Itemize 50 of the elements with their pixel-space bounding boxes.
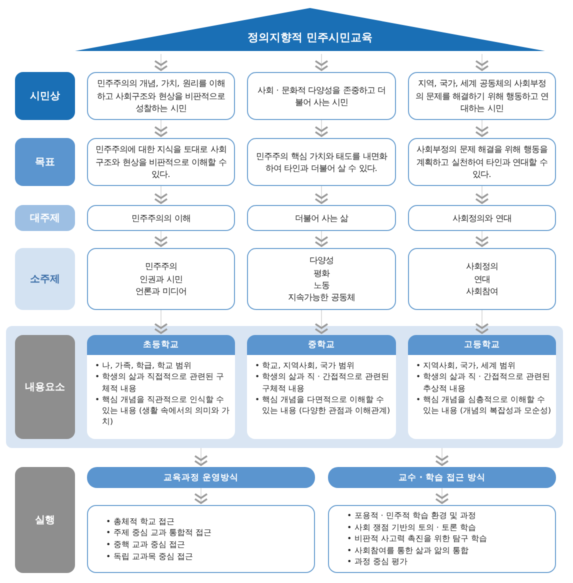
bullet-item: • 중핵 교과 중심 접근 — [106, 539, 186, 551]
school-card — [247, 335, 396, 439]
card-header: 고등학교 — [408, 335, 556, 355]
category-pill: 교육과정 운영방식 — [87, 467, 315, 488]
list-box — [328, 505, 556, 573]
row-label: 실행 — [15, 467, 75, 573]
bullet-item: • 독립 교과목 중심 접근 — [106, 550, 194, 562]
bullet-item: • 과정 중심 평가 — [347, 556, 408, 568]
topic-box — [408, 248, 556, 310]
text-box: 더불어 사는 삶 — [247, 205, 396, 231]
school-card — [408, 335, 556, 439]
bullet-item: • 사회참여를 통한 삶과 앎의 통합 — [347, 544, 470, 556]
text-box: 민주주의의 이해 — [87, 205, 235, 231]
category-pill: 교수 · 학습 접근 방식 — [328, 467, 556, 488]
text-box: 사회정의와 연대 — [408, 205, 556, 231]
topic-text: 평화 — [314, 266, 330, 279]
text-box: 지역, 국가, 세계 공동체의 사회부정의 문제를 해결하기 위해 행동하고 연대하는 시민 — [408, 72, 556, 120]
bullet-item: • 사회 쟁점 기반의 토의 · 토론 학습 — [347, 522, 478, 534]
text-box: 민주주의에 대한 지식을 토대로 사회구조와 현상을 비판적으로 이해할 수 있다. — [87, 138, 235, 186]
content-band — [6, 326, 563, 448]
bullet-item: • 주제 중심 교과 통합적 접근 — [106, 527, 212, 539]
row-label: 시민상 — [15, 72, 75, 120]
bullet-item: • 총체적 학교 접근 — [106, 516, 176, 528]
row-label: 내용요소 — [15, 335, 75, 439]
roof-banner — [75, 8, 545, 54]
topic-text: 민주주의 — [145, 260, 177, 273]
text-box: 사회부정의 문제 해결을 위해 행동을 계획하고 실천하여 타인과 연대할 수 있다. — [408, 138, 556, 186]
card-header: 초등학교 — [87, 335, 235, 355]
text-box: 사회 · 문화적 다양성을 존중하고 더불어 사는 시민 — [247, 72, 396, 120]
topic-text: 사회참여 — [466, 285, 498, 298]
text-box: 민주주의 핵심 가치와 태도를 내면화하여 타인과 더불어 살 수 있다. — [247, 138, 396, 186]
banner-title: 정의지향적 민주시민교육 — [246, 30, 374, 45]
topic-box — [87, 248, 235, 310]
topic-text: 다양성 — [310, 254, 334, 267]
row-label: 소주제 — [15, 248, 75, 310]
topic-text: 노동 — [314, 279, 330, 292]
school-card — [87, 335, 235, 439]
topic-box — [247, 248, 396, 310]
topic-text: 지속가능한 공동체 — [288, 291, 355, 304]
topic-text: 사회정의 — [466, 260, 498, 273]
bullet-item: • 비판적 사고력 촉진을 위한 탐구 학습 — [347, 533, 487, 545]
topic-text: 연대 — [474, 272, 490, 286]
topic-text: 언론과 미디어 — [136, 285, 186, 298]
bullet-item: • 포용적 · 민주적 학습 환경 및 과정 — [347, 510, 478, 522]
card-header: 중학교 — [247, 335, 396, 355]
list-box — [87, 505, 315, 573]
topic-text: 인권과 시민 — [140, 272, 182, 286]
row-label: 대주제 — [15, 205, 75, 231]
row-label: 목표 — [15, 138, 75, 186]
text-box: 민주주의의 개념, 가치, 원리를 이해하고 사회구조와 현상을 비판적으로 성찰하는 시민 — [87, 72, 235, 120]
